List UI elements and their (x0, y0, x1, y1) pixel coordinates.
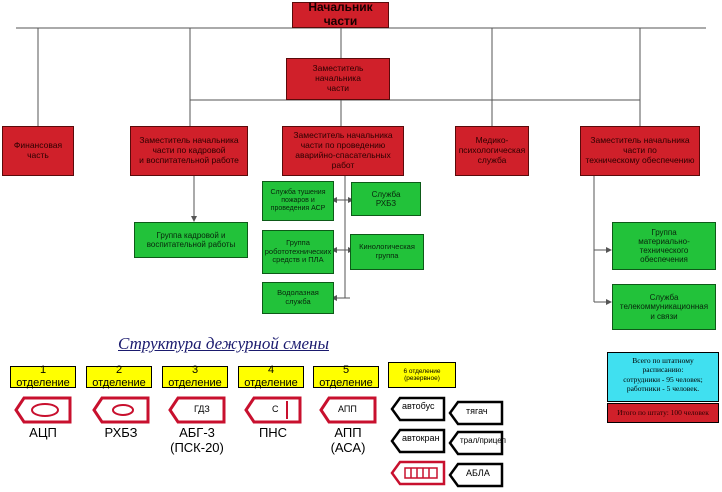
tractor-vehicle-label: тягач (466, 406, 488, 416)
trailer-vehicle-icon (448, 430, 504, 456)
rkhbz-service-box: Служба РХБЗ (351, 182, 421, 216)
acp-vehicle-label: АЦП (29, 425, 57, 440)
tractor-vehicle-icon (448, 400, 504, 426)
rkhbz-vehicle-icon (92, 396, 150, 424)
staff-count-info: Всего по штатному расписанию: сотрудники… (607, 352, 719, 402)
hr-group-box: Группа кадровой и воспитательной работы (134, 222, 248, 258)
app-vehicle-tag: АПП (338, 404, 357, 414)
app-vehicle-label: АПП (АСА) (330, 425, 366, 455)
diving-service-box: Водолазная служба (262, 282, 334, 314)
abg-vehicle-label: АБГ-3 (ПСК-20) (170, 425, 224, 455)
section-2-box: 2 отделение (86, 364, 152, 389)
abg-vehicle-tag: ГДЗ (194, 404, 210, 414)
finance-box: Финансовая часть (2, 126, 74, 176)
rkhbz-vehicle-label: РХБЗ (104, 425, 138, 440)
bus-vehicle-icon (390, 396, 446, 422)
acp-vehicle-icon (14, 396, 72, 424)
pns-vehicle-tag: С (272, 404, 279, 414)
abla-vehicle-label: АБЛА (466, 468, 490, 478)
section-3-box: 3 отделение (162, 364, 228, 389)
section-4-box: 4 отделение (238, 364, 304, 389)
rescue-deputy-box: Заместитель начальника части по проведен… (282, 126, 404, 176)
deputy-box: Заместитель начальника части (286, 58, 390, 100)
abg-vehicle-icon (168, 396, 226, 424)
shift-structure-title: Структура дежурной смены (118, 334, 329, 353)
robotics-group-box: Группа робототехнических средств и ПЛА (262, 230, 334, 274)
bus-vehicle-label: автобус (402, 401, 435, 411)
section-6-reserve-box: 6 отделение (резервное) (388, 362, 456, 388)
section-5-box: 5 отделение (313, 364, 379, 389)
crane-vehicle-label: автокран (402, 433, 440, 443)
chief-box: Начальник части (292, 0, 389, 28)
trailer-vehicle-label: трал/прицеп (460, 436, 506, 445)
logistics-group-box: Группа материально-технического обеспече… (612, 222, 716, 270)
pns-vehicle-icon (244, 396, 302, 424)
fire-asr-service-box: Служба тушения пожаров и проведения АСР (262, 181, 334, 221)
ladder-vehicle-icon (390, 460, 446, 486)
app-vehicle-icon (319, 396, 377, 424)
staff-total-info: Итого по штату: 100 человек (607, 403, 719, 423)
abla-vehicle-icon (448, 462, 504, 488)
crane-vehicle-icon (390, 428, 446, 454)
medical-service-box: Медико- психологическая служба (455, 126, 529, 176)
tech-deputy-box: Заместитель начальника части по техничес… (580, 126, 700, 176)
hr-deputy-box: Заместитель начальника части по кадровой… (130, 126, 248, 176)
section-1-box: 1 отделение (10, 364, 76, 389)
pns-vehicle-label: ПНС (258, 425, 288, 440)
telecom-service-box: Служба телекоммуникационная и связи (612, 284, 716, 330)
canine-group-box: Кинологическая группа (350, 234, 424, 270)
